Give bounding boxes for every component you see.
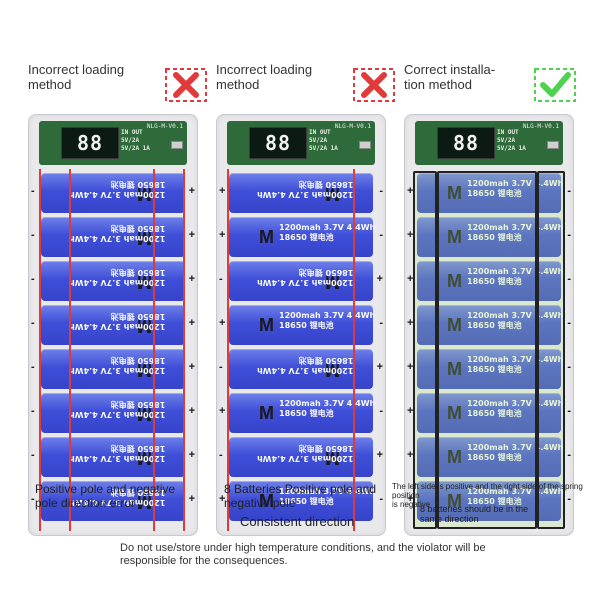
usb-port-icon	[359, 141, 371, 149]
board-label: NLG-M-V0.1	[146, 123, 183, 130]
usb-port-icon	[547, 141, 559, 149]
board-label: NLG-M-V0.1	[334, 123, 371, 130]
power-bank-device: 88 NLG-M-V0.1 IN OUT 5V/2A 5V/2A 1A +- M…	[404, 114, 574, 536]
panel-3-note-2: 8 batteries should be in the same direct…	[420, 504, 529, 524]
circuit-board: 88 NLG-M-V0.1 IN OUT 5V/2A 5V/2A 1A	[39, 121, 187, 165]
panel-correct: Correct installa- tion method 88 NLG-M-V…	[404, 62, 576, 536]
board-spec: IN OUT 5V/2A 5V/2A 1A	[309, 129, 338, 152]
board-spec: IN OUT 5V/2A 5V/2A 1A	[121, 129, 150, 152]
panel-3-note: The left side is positive and the right …	[392, 482, 583, 509]
error-outline	[39, 169, 41, 531]
error-outline	[183, 169, 185, 531]
lcd-display: 88	[61, 127, 119, 159]
lcd-display: 88	[437, 127, 495, 159]
correct-outline	[413, 171, 437, 529]
error-outline	[227, 169, 229, 531]
power-bank-device: 88 NLG-M-V0.1 IN OUT 5V/2A 5V/2A 1A +- M…	[216, 114, 386, 536]
warning-text: Do not use/store under high temperature …	[120, 542, 486, 567]
circuit-board: 88 NLG-M-V0.1 IN OUT 5V/2A 5V/2A 1A	[227, 121, 375, 165]
circuit-board: 88 NLG-M-V0.1 IN OUT 5V/2A 5V/2A 1A	[415, 121, 563, 165]
error-outline	[69, 169, 71, 531]
green-check-icon	[534, 68, 576, 102]
panel-caption: Incorrect loading method	[216, 62, 313, 92]
consistent-direction-label: Consistent direction	[240, 514, 355, 529]
correct-outline	[437, 171, 537, 529]
lcd-display: 88	[249, 127, 307, 159]
red-x-icon	[165, 68, 207, 102]
panel-2-note: 8 Batteries Positive pole and negative p…	[224, 482, 377, 510]
error-outline	[153, 169, 155, 531]
board-label: NLG-M-V0.1	[522, 123, 559, 130]
panel-incorrect-1: Incorrect loading method 88 NLG-M-V0.1 I…	[28, 62, 207, 536]
board-spec: IN OUT 5V/2A 5V/2A 1A	[497, 129, 526, 152]
panel-caption: Correct installa- tion method	[404, 62, 496, 92]
error-outline	[353, 169, 355, 531]
usb-port-icon	[171, 141, 183, 149]
power-bank-device: 88 NLG-M-V0.1 IN OUT 5V/2A 5V/2A 1A -+ M…	[28, 114, 198, 536]
panel-1-note: Positive pole and negative pole directio…	[35, 482, 176, 510]
red-x-icon	[353, 68, 395, 102]
panel-caption: Incorrect loading method	[28, 62, 125, 92]
panel-incorrect-2: Incorrect loading method 88 NLG-M-V0.1 I…	[216, 62, 395, 536]
correct-outline	[537, 171, 565, 529]
